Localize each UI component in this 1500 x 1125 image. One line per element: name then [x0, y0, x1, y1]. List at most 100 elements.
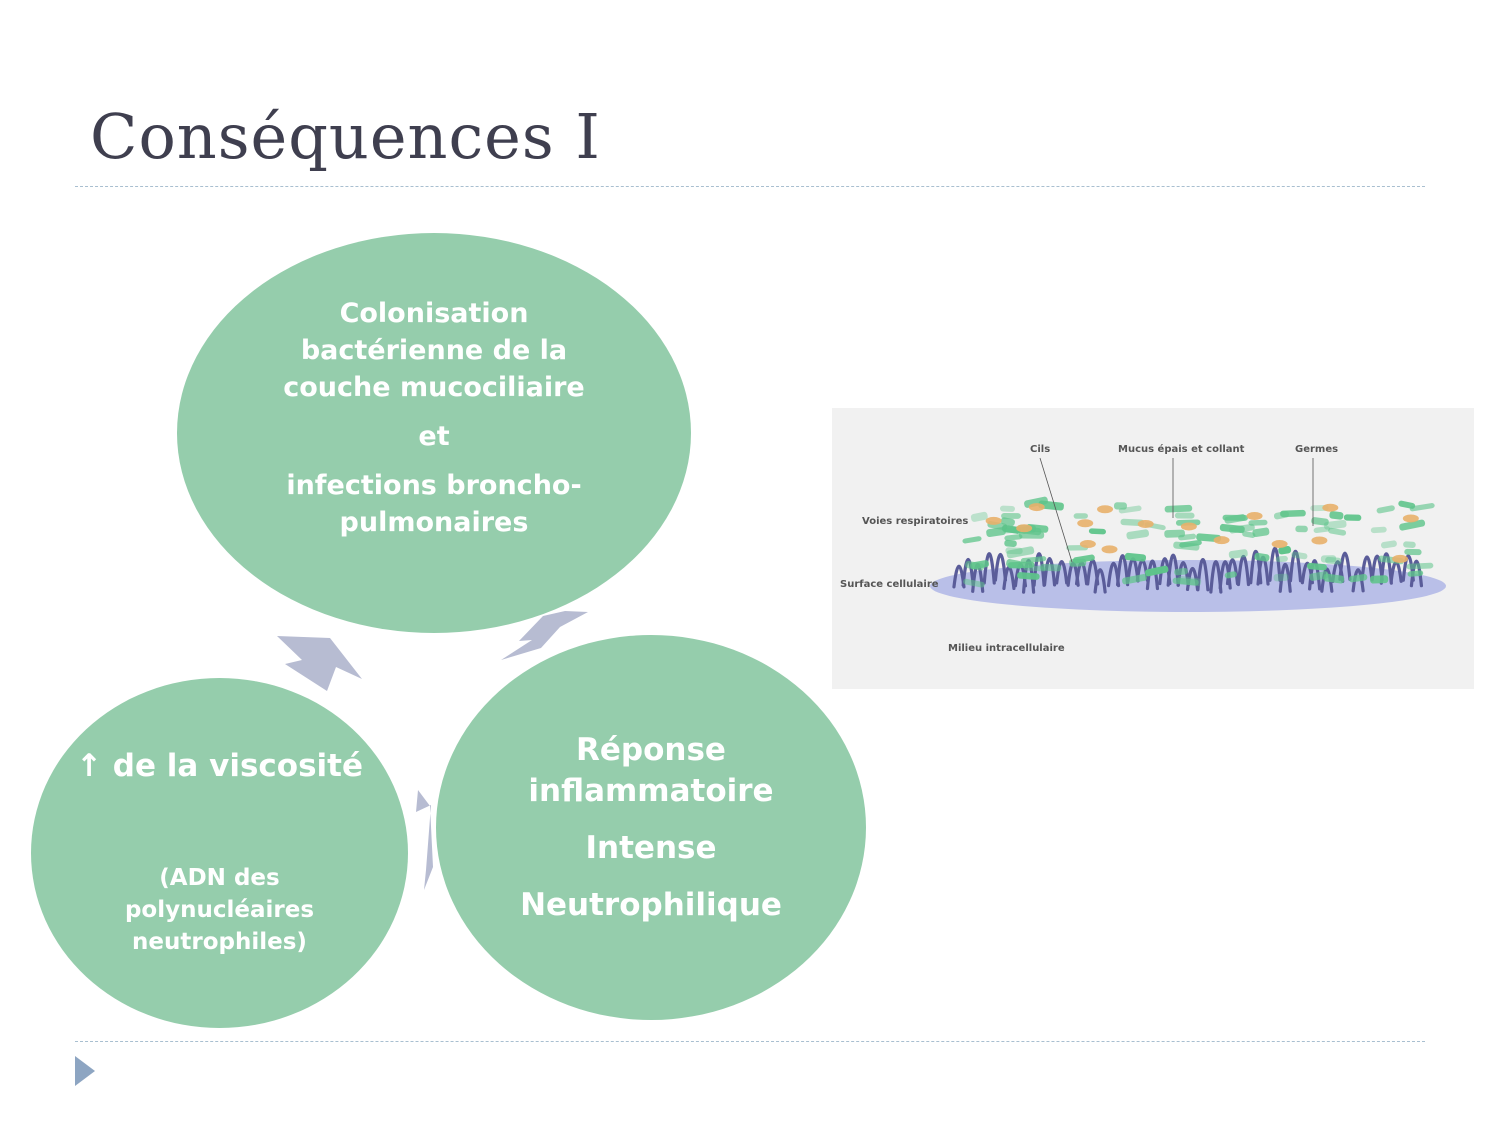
mucus-strand: [1172, 577, 1199, 586]
mucus-strand: [1224, 571, 1237, 579]
arrow-up-left: [277, 636, 362, 691]
mucus-strand: [1228, 549, 1248, 559]
mucus-strand: [1325, 556, 1342, 565]
mucus-strand: [1404, 548, 1422, 556]
cilium: [1268, 546, 1282, 582]
mucus-strand: [1178, 533, 1197, 541]
germ: [1077, 519, 1094, 528]
slide-bullet-icon: [75, 1056, 95, 1086]
mucus-strand: [970, 511, 988, 522]
mucus-strand: [1275, 555, 1288, 563]
mucus-strand: [1113, 502, 1127, 510]
cilium: [1379, 552, 1393, 585]
cycle-node-inflammation: Réponse inflammatoire Intense Neutrophil…: [436, 635, 866, 1020]
mucus-strand: [1126, 529, 1149, 540]
slide-title: Conséquences I: [90, 100, 601, 173]
mucus-strand: [1254, 552, 1270, 562]
cilium: [1042, 557, 1057, 587]
mucus-strand: [1329, 511, 1344, 520]
mucus-strand: [970, 560, 990, 570]
node-viscosity-detail: (ADN des polynucléaires neutrophiles): [124, 865, 315, 955]
cycle-node-colonisation: Colonisation bactérienne de la couche mu…: [177, 233, 691, 633]
mucus-strand: [1313, 526, 1331, 534]
germ: [1322, 503, 1339, 512]
mucus-strand: [1295, 525, 1308, 533]
label-milieu-intracellulaire: Milieu intracellulaire: [948, 643, 1065, 654]
pointer-cils: [1039, 457, 1073, 563]
mucus-strand: [963, 578, 985, 588]
cilium: [1351, 568, 1365, 593]
node-viscosity-text: ↑ de la viscosité: [76, 748, 363, 784]
mucus-strand: [1222, 514, 1248, 521]
arrow-bottom-left: [416, 790, 433, 890]
cilium: [1409, 559, 1424, 588]
mucus-strand: [1409, 503, 1435, 512]
mucus-strand: [1242, 531, 1256, 538]
mucus-strand: [1088, 528, 1106, 535]
mucus-strand: [1291, 551, 1308, 560]
mucus-strand: [1179, 539, 1202, 548]
germ: [1137, 519, 1154, 528]
node-infections-text: infections broncho-pulmonaires: [286, 470, 582, 538]
mucus-strand: [1278, 546, 1292, 555]
label-germes: Germes: [1295, 444, 1339, 455]
germ: [1028, 503, 1045, 512]
mucus-strand: [1248, 519, 1268, 526]
label-surface-cellulaire: Surface cellulaire: [840, 579, 939, 590]
mucus-strand: [1323, 519, 1347, 530]
cilium: [1288, 549, 1303, 583]
mucus-strand: [1343, 514, 1362, 521]
mucus-strand: [1003, 527, 1017, 534]
mucus-strand: [1229, 523, 1255, 534]
cilium: [1196, 557, 1210, 592]
mucus-strand: [1370, 526, 1387, 534]
germ: [1311, 536, 1328, 545]
mucus-strand: [1280, 509, 1306, 518]
cilium: [1093, 568, 1107, 594]
mucus-strand: [1177, 575, 1202, 587]
mucus-strand: [1020, 556, 1047, 564]
mucus-strand: [1381, 540, 1397, 549]
node-neutrophilic-text: Neutrophilique: [520, 886, 782, 923]
cilium: [1278, 563, 1292, 593]
mucus-strand: [1174, 568, 1188, 576]
node-colonisation-text: Colonisation bactérienne de la couche mu…: [283, 298, 585, 403]
mucus-strand: [1118, 505, 1142, 514]
cilium: [1338, 551, 1352, 581]
mucus-strand: [1124, 552, 1147, 562]
mucus-strand: [1311, 517, 1329, 526]
germ: [1079, 540, 1096, 549]
mucus-strand: [1323, 573, 1345, 584]
germ: [1016, 524, 1033, 533]
node-colonisation-connector: et: [418, 421, 450, 452]
mucus-strand: [1376, 505, 1395, 514]
mucus-strand: [1309, 571, 1329, 581]
cilium: [1360, 555, 1374, 582]
label-voies-respiratoires: Voies respiratoires: [862, 516, 969, 527]
mucus-strand: [1252, 527, 1270, 537]
germ: [1213, 536, 1230, 545]
mucus-strand: [1073, 513, 1088, 519]
cilium: [993, 553, 1008, 582]
cilium: [1145, 559, 1160, 591]
cilium: [982, 552, 996, 585]
node-intense-text: Intense: [585, 829, 717, 866]
airway-drawing: [930, 457, 1446, 612]
germ: [1101, 545, 1118, 554]
mucus-strand: [999, 505, 1015, 512]
airway-illustration: Cils Mucus épais et collant Germes Voies…: [832, 408, 1474, 689]
mucus-strand: [1406, 562, 1434, 570]
mucus-strand: [1072, 554, 1095, 564]
germ: [985, 516, 1002, 525]
mucus-strand: [1001, 513, 1021, 519]
mucus-strand: [962, 536, 982, 544]
mucus-strand: [1017, 572, 1040, 580]
mucus-strand: [1004, 534, 1023, 541]
germ: [1097, 505, 1114, 514]
germ: [1180, 522, 1197, 531]
cilium: [1236, 555, 1251, 587]
mucus-strand: [1403, 541, 1416, 548]
node-inflammation-text: Réponse inflammatoire: [528, 731, 774, 809]
label-cils: Cils: [1030, 444, 1051, 455]
